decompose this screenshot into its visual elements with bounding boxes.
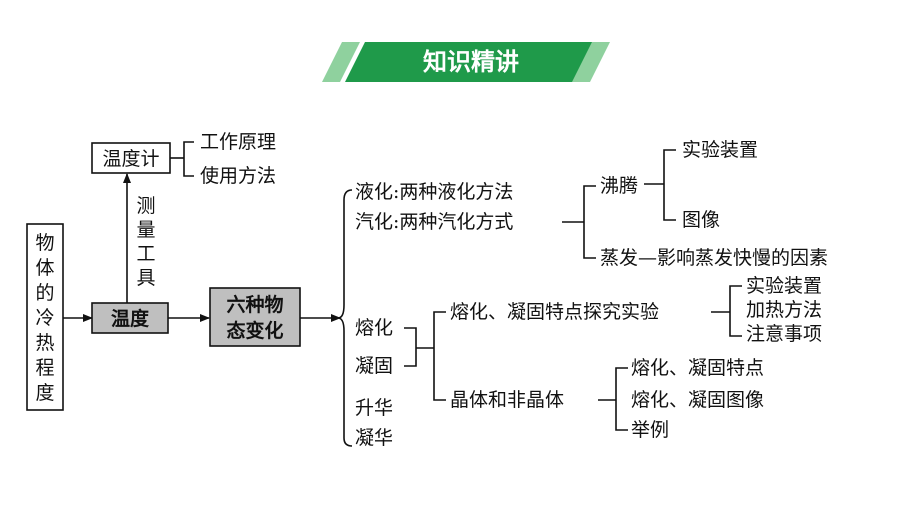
banner-accent-right <box>572 42 610 82</box>
thermometer-item: 使用方法 <box>200 165 276 187</box>
vaporize-text: 汽化:两种汽化方式 <box>355 211 513 233</box>
root-char: 的 <box>35 282 54 304</box>
banner-background <box>345 42 600 82</box>
measure-tool-label: 测 量 工 具 <box>136 195 155 289</box>
features-item: 加热方法 <box>746 299 822 321</box>
measure-char: 具 <box>136 267 155 289</box>
root-char: 程 <box>35 357 54 379</box>
thermometer-label: 温度计 <box>102 148 159 170</box>
features-item: 注意事项 <box>746 323 822 345</box>
boiling-label: 沸腾 <box>600 175 638 197</box>
thermometer-item: 工作原理 <box>200 131 276 153</box>
banner: 知识精讲 <box>322 42 610 82</box>
bracket-thermometer <box>183 141 194 177</box>
bracket-melting-branches <box>433 311 446 401</box>
bracket-features <box>729 285 742 337</box>
bracket-crystal <box>615 367 628 431</box>
liquefaction-text: 液化:两种液化方法 <box>355 181 513 203</box>
temperature-label: 温度 <box>111 307 150 330</box>
measure-char: 量 <box>136 219 155 241</box>
sublime-text: 升华 <box>355 397 393 419</box>
measure-char: 工 <box>136 243 155 265</box>
crystal-label: 晶体和非晶体 <box>450 389 564 411</box>
evaporation-text: 蒸发—影响蒸发快慢的因素 <box>600 247 828 269</box>
main-brace <box>337 189 353 447</box>
root-char: 物 <box>35 232 54 254</box>
root-char: 热 <box>35 332 54 354</box>
bracket-vaporize <box>583 185 596 259</box>
bracket-boiling <box>663 149 676 221</box>
bracket-melt-solidify <box>404 327 417 367</box>
root-node: 物 体 的 冷 热 程 度 <box>26 223 64 411</box>
features-item: 实验装置 <box>746 275 822 297</box>
desublime-text: 凝华 <box>355 427 393 449</box>
state-change-node: 六种物 态变化 <box>209 287 301 347</box>
root-char: 度 <box>35 382 54 404</box>
solidify-text: 凝固 <box>355 355 393 377</box>
thermometer-node: 温度计 <box>91 142 171 174</box>
banner-accent-left <box>322 42 360 82</box>
crystal-item: 熔化、凝固图像 <box>631 389 764 411</box>
measure-char: 测 <box>136 195 155 217</box>
state-change-line: 六种物 <box>226 293 283 316</box>
state-change-line: 态变化 <box>226 319 283 342</box>
melt-text: 熔化 <box>355 317 393 339</box>
features-label: 熔化、凝固特点探究实验 <box>450 301 659 323</box>
root-char: 体 <box>35 257 54 279</box>
root-char: 冷 <box>35 307 54 329</box>
boiling-item: 实验装置 <box>682 139 758 161</box>
boiling-item: 图像 <box>682 209 720 231</box>
crystal-item: 熔化、凝固特点 <box>631 357 764 379</box>
temperature-node: 温度 <box>91 302 169 334</box>
banner-title: 知识精讲 <box>423 48 519 76</box>
crystal-item: 举例 <box>631 419 669 441</box>
